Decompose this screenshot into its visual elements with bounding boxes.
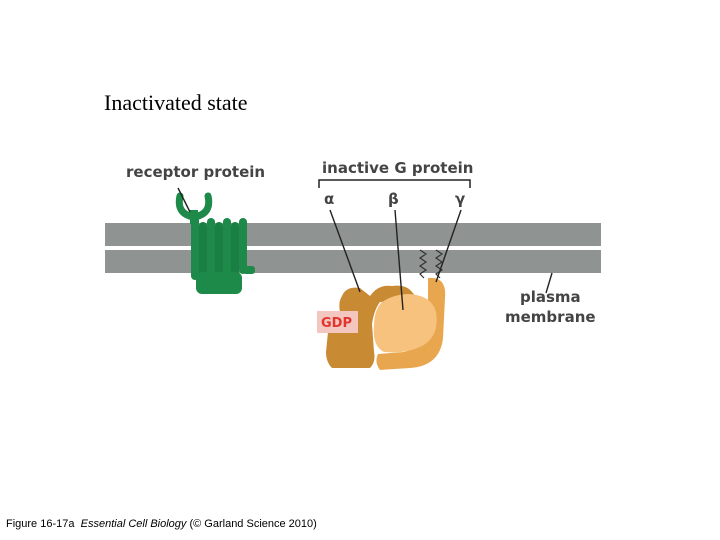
g-protein-label: inactive G protein: [322, 159, 473, 177]
g-protein-bracket: [318, 179, 471, 188]
gdp-box: [317, 311, 358, 333]
g-protein-subunits: GDP: [317, 277, 446, 370]
beta-label: β: [388, 190, 399, 208]
plasma-membrane: [105, 223, 601, 273]
receptor-protein: [175, 187, 255, 294]
membrane-label-line1: plasma: [520, 288, 581, 306]
receptor-label: receptor protein: [126, 163, 265, 181]
book-title: Essential Cell Biology: [80, 518, 187, 530]
slide-title: Inactivated state: [104, 90, 248, 115]
membrane-label-line2: membrane: [505, 308, 596, 326]
gamma-subunit: [376, 277, 446, 370]
figure-caption: Figure 16-17a Essential Cell Biology (© …: [6, 518, 317, 530]
alpha-subunit: [326, 285, 415, 368]
lipid-anchors: [418, 249, 444, 279]
alpha-label: α: [324, 190, 334, 208]
gdp-label: GDP: [321, 316, 352, 331]
credit: (© Garland Science 2010): [189, 518, 317, 530]
beta-subunit: [373, 294, 437, 353]
gamma-label: γ: [455, 190, 465, 208]
subunit-pointers: [329, 209, 553, 311]
figure-number: Figure 16-17a: [6, 518, 75, 530]
